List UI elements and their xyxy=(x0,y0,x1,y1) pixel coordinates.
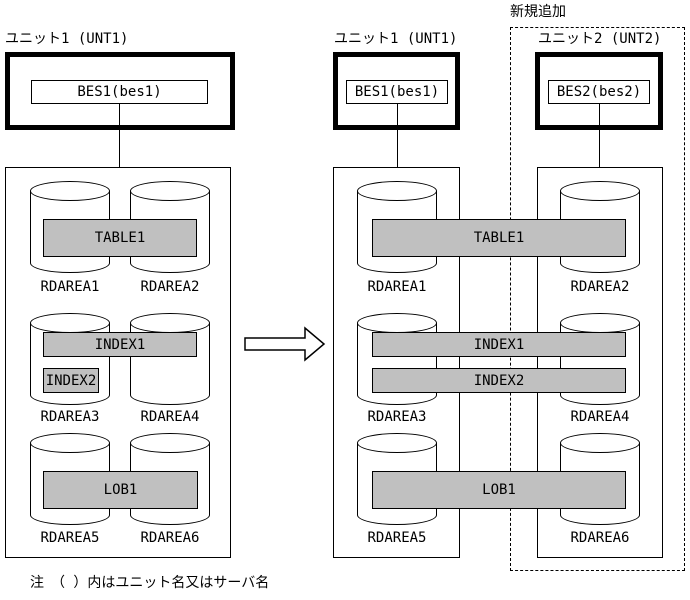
before-table1-label: TABLE1 xyxy=(94,230,146,246)
cylinder-top xyxy=(30,181,110,201)
after-bes1-server-box: BES1(bes1) xyxy=(346,80,448,104)
after-table1-label: TABLE1 xyxy=(473,230,525,246)
after-table1-bar: TABLE1 xyxy=(372,219,626,257)
before-table1-bar: TABLE1 xyxy=(43,219,197,257)
after-lob1-label: LOB1 xyxy=(482,482,516,498)
before-index2-bar: INDEX2 xyxy=(43,368,99,393)
before-bes1-label: BES1(bes1) xyxy=(77,84,162,100)
after-index1-bar: INDEX1 xyxy=(372,332,626,357)
before-rdarea1-label: RDAREA1 xyxy=(40,279,100,295)
cylinder-top xyxy=(130,313,210,333)
cylinder-top xyxy=(357,313,437,333)
before-unit1-label: ユニット1 (UNT1) xyxy=(5,31,129,47)
before-index1-label: INDEX1 xyxy=(94,336,146,353)
after-index2-bar: INDEX2 xyxy=(372,368,626,393)
after-new-unit-dashed-box xyxy=(510,27,685,571)
before-rdarea4-cylinder xyxy=(130,313,210,405)
after-bes1-connector-line xyxy=(397,104,398,167)
before-index2-label: INDEX2 xyxy=(45,372,97,389)
before-lob1-label: LOB1 xyxy=(103,482,138,498)
cylinder-top xyxy=(30,433,110,453)
after-bes2-label: BES2(bes2) xyxy=(556,84,642,100)
after-index2-label: INDEX2 xyxy=(473,372,525,389)
cylinder-top xyxy=(130,181,210,201)
cylinder-top xyxy=(560,433,640,453)
after-rdarea3-label: RDAREA3 xyxy=(367,409,427,425)
before-rdarea4-label: RDAREA4 xyxy=(140,409,200,425)
after-unit1-label: ユニット1 (UNT1) xyxy=(334,31,458,47)
after-bes2-server-box: BES2(bes2) xyxy=(548,80,650,104)
cylinder-top xyxy=(357,181,437,201)
transform-arrow-icon xyxy=(244,326,326,362)
before-index1-bar: INDEX1 xyxy=(43,332,197,357)
after-index1-label: INDEX1 xyxy=(473,336,525,353)
before-rdarea2-label: RDAREA2 xyxy=(140,279,200,295)
after-lob1-bar: LOB1 xyxy=(372,471,626,509)
after-rdarea6-label: RDAREA6 xyxy=(570,530,630,546)
after-bes2-connector-line xyxy=(599,104,600,167)
cylinder-top xyxy=(560,181,640,201)
before-bes1-connector-line xyxy=(119,104,120,167)
after-rdarea1-label: RDAREA1 xyxy=(367,279,427,295)
before-rdarea5-label: RDAREA5 xyxy=(40,530,100,546)
before-rdarea6-label: RDAREA6 xyxy=(140,530,200,546)
before-lob1-bar: LOB1 xyxy=(43,471,198,509)
note-text: 注 （ ）内はユニット名又はサーバ名 xyxy=(30,575,270,591)
after-rdarea4-label: RDAREA4 xyxy=(570,409,630,425)
after-unit2-label: ユニット2 (UNT2) xyxy=(538,31,662,47)
cylinder-top xyxy=(357,433,437,453)
before-rdarea3-label: RDAREA3 xyxy=(40,409,100,425)
cylinder-top xyxy=(30,313,110,333)
after-new-addition-label: 新規追加 xyxy=(510,4,566,20)
cylinder-top xyxy=(560,313,640,333)
after-rdarea2-label: RDAREA2 xyxy=(570,279,630,295)
cylinder-top xyxy=(130,433,210,453)
after-bes1-label: BES1(bes1) xyxy=(354,84,440,100)
after-rdarea5-label: RDAREA5 xyxy=(367,530,427,546)
before-bes1-server-box: BES1(bes1) xyxy=(31,80,208,104)
